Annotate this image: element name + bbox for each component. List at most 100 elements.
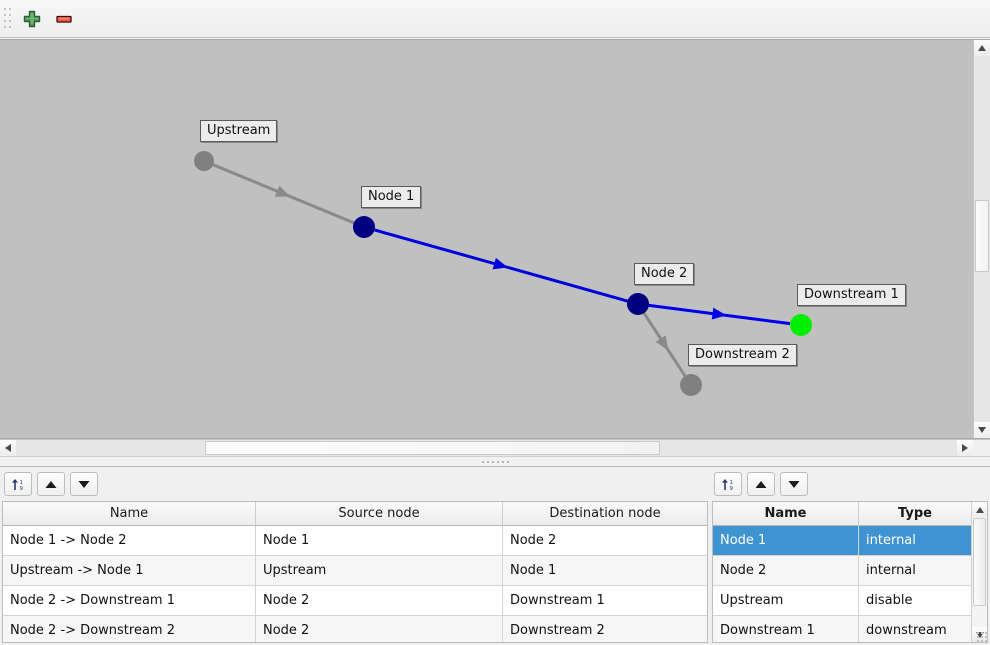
nodes-cell-type: disable	[858, 585, 971, 616]
sort-ascending-icon: 1 9	[721, 478, 733, 492]
canvas-horizontal-scrollbar[interactable]	[0, 439, 990, 456]
nodes-cell-type: downstream	[858, 615, 971, 642]
arrow-up-icon	[755, 480, 767, 488]
links-cell-destination: Node 1	[502, 555, 707, 586]
graph-node-label-downstream2[interactable]: Downstream 2	[688, 344, 797, 366]
nodes-col-name[interactable]: Name	[713, 502, 859, 526]
links-sort-button[interactable]: 1 9	[4, 472, 32, 496]
hscroll-left-arrow[interactable]	[0, 440, 16, 456]
links-cell-name: Node 2 -> Downstream 2	[3, 615, 256, 642]
edge-layer	[212, 163, 791, 377]
arrow-down-icon	[788, 480, 800, 488]
edge-arrow-node2-downstream2	[655, 335, 669, 351]
nodes-toolbar: 1 9	[710, 467, 990, 501]
nodes-cell-name: Downstream 1	[713, 615, 859, 642]
graph-node-downstream1[interactable]	[790, 314, 812, 336]
hscroll-thumb[interactable]	[205, 441, 660, 455]
links-cell-destination: Node 2	[502, 525, 707, 556]
edge-arrow-node2-downstream1	[711, 307, 727, 320]
graph-node-label-upstream[interactable]: Upstream	[200, 120, 278, 142]
links-cell-destination: Downstream 2	[502, 615, 707, 642]
links-table[interactable]: Name Source node Destination node Node 1…	[2, 501, 708, 643]
hscroll-right-arrow[interactable]	[957, 440, 973, 456]
nodes-cell-type: internal	[858, 525, 971, 556]
links-col-destination[interactable]: Destination node	[502, 502, 707, 526]
links-cell-source: Node 2	[255, 585, 503, 616]
links-col-source[interactable]: Source node	[255, 502, 503, 526]
chevron-up-icon	[975, 506, 984, 513]
canvas-vertical-scrollbar[interactable]	[973, 40, 990, 438]
arrow-up-icon	[45, 480, 57, 488]
horizontal-splitter[interactable]	[0, 456, 990, 467]
nodes-move-up-button[interactable]	[747, 472, 775, 496]
nodes-cell-type: internal	[858, 555, 971, 586]
window-resize-grip[interactable]	[977, 632, 989, 644]
sort-ascending-icon: 1 9	[11, 478, 23, 492]
chevron-up-icon	[978, 45, 986, 51]
graph-node-upstream[interactable]	[194, 151, 214, 171]
svg-text:9: 9	[19, 486, 23, 492]
links-cell-source: Node 1	[255, 525, 503, 556]
nodes-move-down-button[interactable]	[780, 472, 808, 496]
links-cell-source: Upstream	[255, 555, 503, 586]
nodes-col-type[interactable]: Type	[858, 502, 971, 526]
edge-arrow-node1-node2	[492, 257, 508, 270]
edge-arrow-upstream-node1	[274, 185, 291, 197]
graph-node-downstream2[interactable]	[680, 374, 702, 396]
links-move-up-button[interactable]	[37, 472, 65, 496]
minus-icon	[56, 15, 72, 23]
links-pane: 1 9 Name	[0, 467, 710, 645]
links-cell-name: Node 1 -> Node 2	[3, 525, 256, 556]
nodes-table-head: Name Type	[713, 502, 971, 526]
chevron-left-icon	[5, 444, 11, 452]
chevron-down-icon	[978, 427, 986, 433]
nodes-pane: 1 9 Name	[710, 467, 990, 645]
splitter-grip	[481, 460, 509, 463]
graph-node-node2[interactable]	[627, 293, 649, 315]
vscroll-down-arrow[interactable]	[974, 422, 990, 438]
scrollbar-corner	[973, 440, 990, 456]
node-layer	[194, 151, 812, 396]
remove-node-button[interactable]	[48, 4, 80, 34]
toolbar-grip[interactable]	[3, 7, 12, 30]
graph-node-label-node1[interactable]: Node 1	[361, 186, 422, 208]
links-header-row: Name Source node Destination node	[3, 502, 707, 526]
vscroll-thumb[interactable]	[975, 200, 989, 272]
links-cell-name: Node 2 -> Downstream 1	[3, 585, 256, 616]
graph-node-label-node2[interactable]: Node 2	[634, 263, 695, 285]
graph-node-node1[interactable]	[353, 216, 375, 238]
nodes-scroll-thumb[interactable]	[973, 518, 986, 606]
links-cell-name: Upstream -> Node 1	[3, 555, 256, 586]
nodes-cell-name: Node 2	[713, 555, 859, 586]
links-table-head: Name Source node Destination node	[3, 502, 707, 526]
svg-text:1: 1	[729, 480, 732, 486]
nodes-header-row: Name Type	[713, 502, 971, 526]
svg-text:1: 1	[19, 480, 22, 486]
plus-icon	[23, 10, 41, 27]
nodes-sort-button[interactable]: 1 9	[714, 472, 742, 496]
links-col-name[interactable]: Name	[3, 502, 256, 526]
bottom-panes: 1 9 Name	[0, 467, 990, 645]
links-toolbar: 1 9	[0, 467, 710, 501]
vscroll-up-arrow[interactable]	[974, 40, 990, 56]
add-node-button[interactable]	[16, 4, 48, 34]
nodes-scroll-up-arrow[interactable]	[972, 502, 987, 517]
links-cell-source: Node 2	[255, 615, 503, 642]
links-move-down-button[interactable]	[70, 472, 98, 496]
svg-text:9: 9	[729, 486, 733, 492]
graph-node-label-downstream1[interactable]: Downstream 1	[797, 284, 906, 306]
nodes-table-scrollbar[interactable]	[971, 502, 987, 642]
